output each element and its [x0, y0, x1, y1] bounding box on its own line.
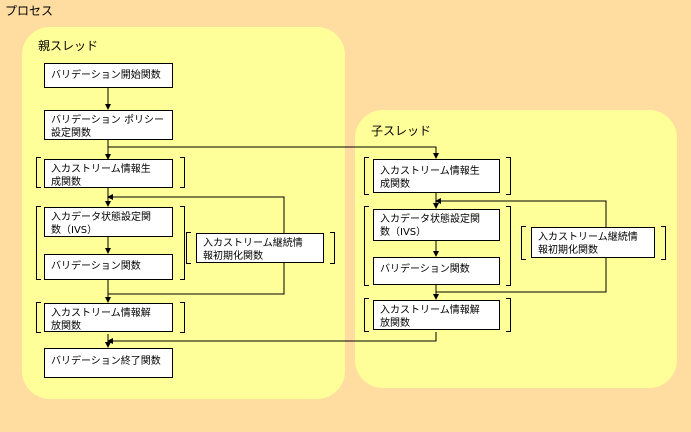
bracket: [364, 206, 369, 286]
input-stream-info-create-function: 入カストリーム情報生成関数: [44, 159, 173, 188]
process-label: プロセス: [5, 4, 54, 18]
child-input-stream-info-create-function: 入カストリーム情報生成関数: [373, 159, 500, 193]
input-data-state-setting-function: 入カデータ状態設定関数（IVS）: [44, 207, 173, 237]
bracket: [521, 226, 526, 260]
bracket: [661, 226, 666, 260]
child-thread-title: 子スレッド: [371, 124, 432, 138]
parent-thread-title: 親スレッド: [38, 39, 99, 53]
bracket: [364, 298, 369, 332]
input-stream-info-release-function: 入カストリーム情報解放関数: [44, 303, 173, 332]
validation-start-function: バリデーション開始関数: [44, 63, 173, 88]
validation-end-function: バリデーション終了関数: [44, 348, 173, 378]
child-input-stream-info-release-function: 入カストリーム情報解放関数: [373, 300, 500, 330]
bracket: [180, 157, 185, 188]
bracket: [506, 157, 511, 195]
bracket: [506, 298, 511, 332]
bracket: [364, 157, 369, 195]
child-input-data-state-setting-function: 入カデータ状態設定関数（IVS）: [373, 209, 500, 241]
bracket: [36, 157, 41, 188]
input-stream-continuation-init-function: 入カストリーム継続情報初期化関数: [196, 233, 324, 263]
child-input-stream-continuation-init-function: 入カストリーム継続情報初期化関数: [531, 227, 655, 258]
validation-policy-setting-function: バリデーション ポリシー設定関数: [44, 110, 173, 140]
validation-function: バリデーション関数: [44, 254, 173, 280]
bracket: [506, 206, 511, 286]
bracket: [36, 206, 41, 280]
child-validation-function: バリデーション関数: [373, 257, 500, 285]
bracket: [330, 232, 335, 264]
bracket: [186, 232, 191, 264]
bracket: [36, 302, 41, 333]
bracket: [180, 302, 185, 333]
bracket: [180, 206, 185, 280]
